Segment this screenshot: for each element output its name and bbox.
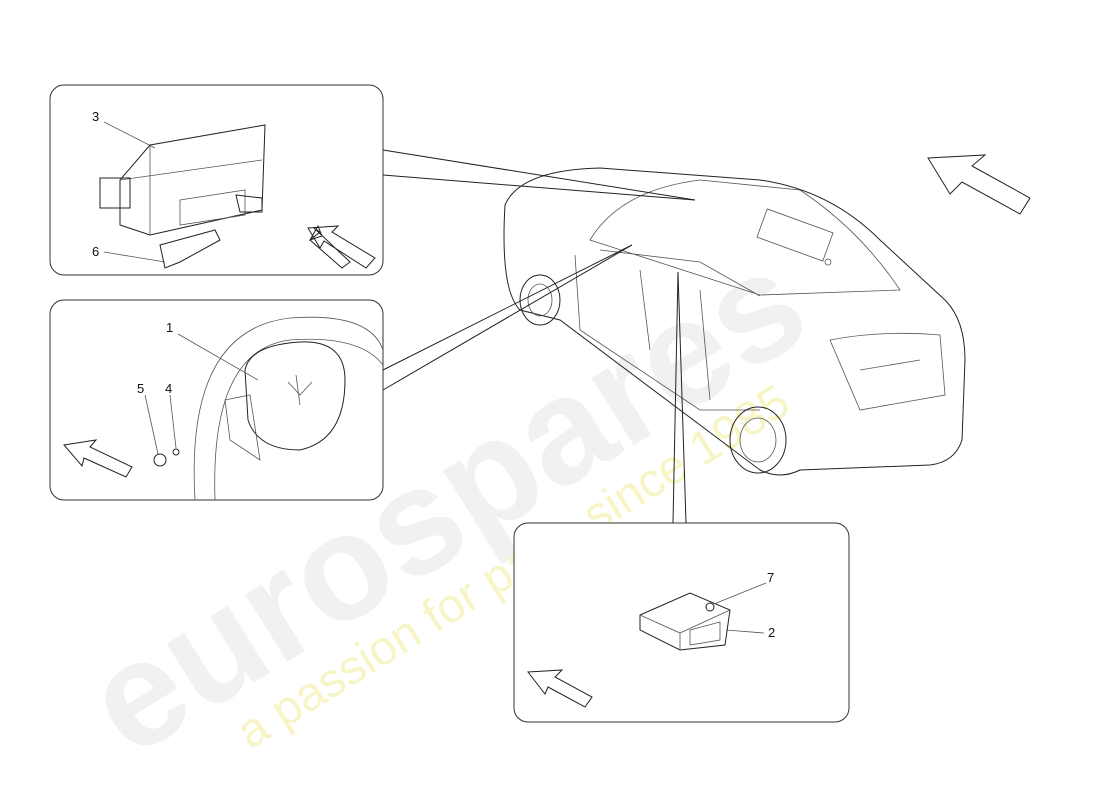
direction-arrow-icon [63, 439, 133, 478]
callout-part-7: 7 [767, 570, 774, 585]
callout-part-3: 3 [92, 109, 99, 124]
callout-part-2: 2 [768, 625, 775, 640]
callout-part-5: 5 [137, 381, 144, 396]
callout-part-1: 1 [166, 320, 173, 335]
direction-arrow-icon [527, 669, 593, 708]
callout-part-6: 6 [92, 244, 99, 259]
direction-arrow-icon [308, 224, 351, 269]
detail-box-steering-airbag: 1 5 4 [49, 299, 384, 501]
detail-box-control-unit: 7 2 [513, 522, 850, 723]
leader-lines [382, 149, 696, 524]
vehicle-outline [503, 167, 966, 476]
callout-part-4: 4 [165, 381, 172, 396]
view-direction-arrow-icon [927, 154, 1031, 215]
detail-box-passenger-airbag: 3 6 [49, 84, 384, 276]
direction-arrow-icon [307, 225, 376, 269]
